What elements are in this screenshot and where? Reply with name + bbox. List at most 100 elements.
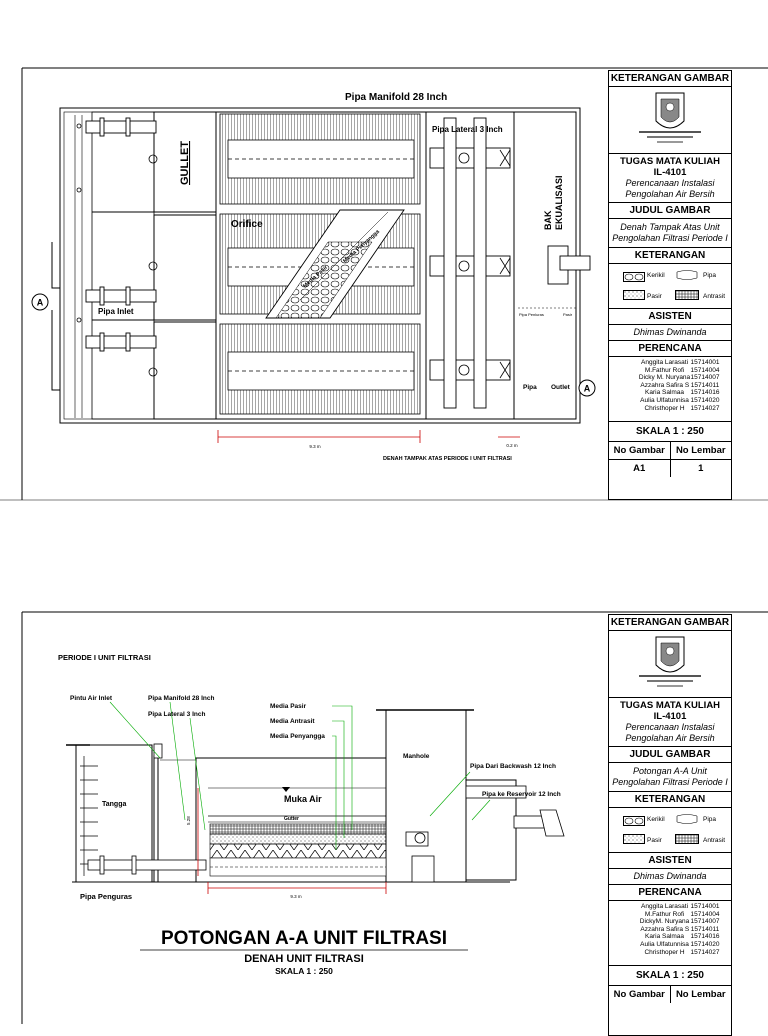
tangga-stairs bbox=[80, 756, 98, 876]
perencana-name: Aulia Ulfatunnisa bbox=[640, 396, 689, 404]
antrasit-swatch bbox=[675, 834, 699, 844]
kerikil-swatch bbox=[623, 272, 645, 282]
pipa-swatch bbox=[676, 270, 698, 280]
svg-text:A: A bbox=[584, 384, 591, 394]
plan-dim-1: 9.3 m bbox=[309, 444, 321, 449]
legend-pasir: Pasir bbox=[647, 293, 662, 300]
titleblock-sheet2: KETERANGAN GAMBAR TUGAS MATA KULIAH IL-4… bbox=[608, 614, 732, 1036]
gutter-label: Gutter bbox=[284, 816, 299, 822]
perencana-name: Karia Salmaa bbox=[645, 933, 685, 941]
section-title: POTONGAN A-A UNIT FILTRASI bbox=[161, 928, 447, 949]
tb1-judul-1: Denah Tampak Atas Unit bbox=[620, 222, 720, 232]
tb1-no-values: A1 1 bbox=[609, 460, 731, 477]
tb2-no-lembar-label: No Lembar bbox=[669, 986, 732, 1003]
legend-pasir: Pasir bbox=[647, 837, 662, 844]
perencana-nim: 15714020 bbox=[690, 940, 720, 948]
tb2-course-name-1: Perencanaan Instalasi bbox=[625, 722, 715, 732]
perencana-name: Aulia Ulfatunnisa bbox=[640, 940, 689, 948]
tb1-no-labels: No Gambar No Lembar bbox=[609, 442, 731, 460]
legend-pipa: Pipa bbox=[703, 272, 717, 279]
lateral-label: Pipa Lateral 3 Inch bbox=[432, 125, 503, 134]
perencana-nim: 15714004 bbox=[690, 366, 720, 374]
tb2-asisten-name: Dhimas Dwinanda bbox=[609, 869, 731, 885]
legend-kerikil: Kerikil bbox=[647, 816, 665, 823]
reservoir-label: Pipa ke Reservoir 12 Inch bbox=[482, 791, 561, 798]
legend-kerikil: Kerikil bbox=[647, 272, 665, 279]
plan-valves bbox=[76, 123, 511, 379]
plan-pipes bbox=[85, 117, 591, 409]
section-subtitle: DENAH UNIT FILTRASI bbox=[244, 953, 364, 965]
perencana-name: Azzahra Safira S bbox=[640, 381, 690, 389]
tb1-asisten-name: Dhimas Dwinanda bbox=[609, 325, 731, 341]
legend-pipa: Pipa bbox=[703, 816, 717, 823]
perencana-nim: 15714016 bbox=[690, 389, 720, 397]
section-pipes bbox=[87, 743, 565, 883]
tb2-skala: SKALA 1 : 250 bbox=[609, 966, 731, 986]
tb2-header: KETERANGAN GAMBAR bbox=[609, 615, 731, 631]
pipe-small-label-2: Pasir bbox=[563, 312, 573, 317]
perencana-row: Karia Salmaa 15714016 bbox=[631, 933, 727, 941]
perencana-row: Christhoper H 15714027 bbox=[631, 405, 727, 413]
perencana-nim: 15714027 bbox=[690, 948, 720, 956]
perencana-nim: 15714011 bbox=[690, 381, 720, 389]
tb1-no-gambar: A1 bbox=[633, 463, 646, 474]
tb1-skala: SKALA 1 : 250 bbox=[609, 422, 731, 442]
section-dim-v: 5.28 bbox=[186, 816, 191, 825]
leader-lines bbox=[109, 701, 491, 850]
tb1-course-name-1: Perencanaan Instalasi bbox=[625, 178, 715, 188]
legend-antrasit: Antrasit bbox=[703, 837, 726, 844]
tb2-course-code: IL-4101 bbox=[653, 711, 687, 722]
perencana-nim: 15714001 bbox=[690, 903, 720, 910]
section-scale: SKALA 1 : 250 bbox=[275, 966, 333, 976]
tb1-no-lembar: 1 bbox=[669, 460, 732, 477]
tb2-asisten-header: ASISTEN bbox=[609, 853, 731, 869]
tb2-judul-1: Potongan A-A Unit bbox=[633, 766, 707, 776]
periode-label: PERIODE I UNIT FILTRASI bbox=[58, 653, 151, 662]
perencana-name: Christhoper H bbox=[644, 404, 685, 412]
tb2-ket-header: KETERANGAN bbox=[609, 792, 731, 808]
section-dimension bbox=[197, 788, 387, 894]
tb2-no-gambar-label: No Gambar bbox=[613, 989, 665, 1000]
tb2-judul-2: Pengolahan Filtrasi Periode I bbox=[612, 777, 728, 787]
institution-logo-icon bbox=[639, 92, 701, 143]
inlet-label: Pipa Inlet bbox=[98, 307, 134, 316]
tb1-no-lembar-label: No Lembar bbox=[669, 442, 732, 459]
antrasit-swatch bbox=[675, 290, 699, 300]
pasir-swatch bbox=[623, 834, 645, 844]
tb1-header: KETERANGAN GAMBAR bbox=[609, 71, 731, 87]
titleblock-sheet1: KETERANGAN GAMBAR TUGAS MATA KULIAH IL-4… bbox=[608, 70, 732, 500]
legend-antrasit: Antrasit bbox=[703, 293, 726, 300]
orifice-label: Orifice bbox=[231, 219, 263, 230]
section-dim: 9.3 m bbox=[290, 894, 302, 899]
perencana-nim: 15714016 bbox=[690, 933, 720, 941]
perencana-nim: 15714027 bbox=[690, 404, 720, 412]
penguras-label: Pipa Penguras bbox=[80, 892, 132, 901]
perencana-nim: 15714007 bbox=[690, 374, 720, 382]
media-penyangga-label: Media Penyangga bbox=[270, 733, 325, 740]
pipe-small-label: Pipa Penluras bbox=[519, 312, 544, 317]
plan-structure bbox=[59, 107, 581, 424]
muka-air-marker bbox=[282, 787, 290, 792]
tb2-judul: Potongan A-A Unit Pengolahan Filtrasi Pe… bbox=[609, 763, 731, 792]
tb1-judul-2: Pengolahan Filtrasi Periode I bbox=[612, 233, 728, 243]
backwash-label: Pipa Dari Backwash 12 Inch bbox=[470, 763, 556, 770]
section-media-layers bbox=[209, 823, 387, 877]
tb2-logo-area bbox=[609, 631, 731, 698]
tb2-judul-header: JUDUL GAMBAR bbox=[609, 747, 731, 763]
sheet2-drawing: PERIODE I UNIT FILTRASI bbox=[21, 611, 768, 1024]
bak-label-1: BAK bbox=[543, 210, 553, 230]
perencana-name: DickyM. Nuryana bbox=[639, 918, 690, 926]
pipa-swatch bbox=[676, 814, 698, 824]
section-marker-left: A bbox=[31, 293, 49, 311]
perencana-nim: 15714001 bbox=[690, 359, 720, 366]
tb1-logo-area bbox=[609, 87, 731, 154]
perencana-name: Christhoper H bbox=[644, 948, 685, 956]
